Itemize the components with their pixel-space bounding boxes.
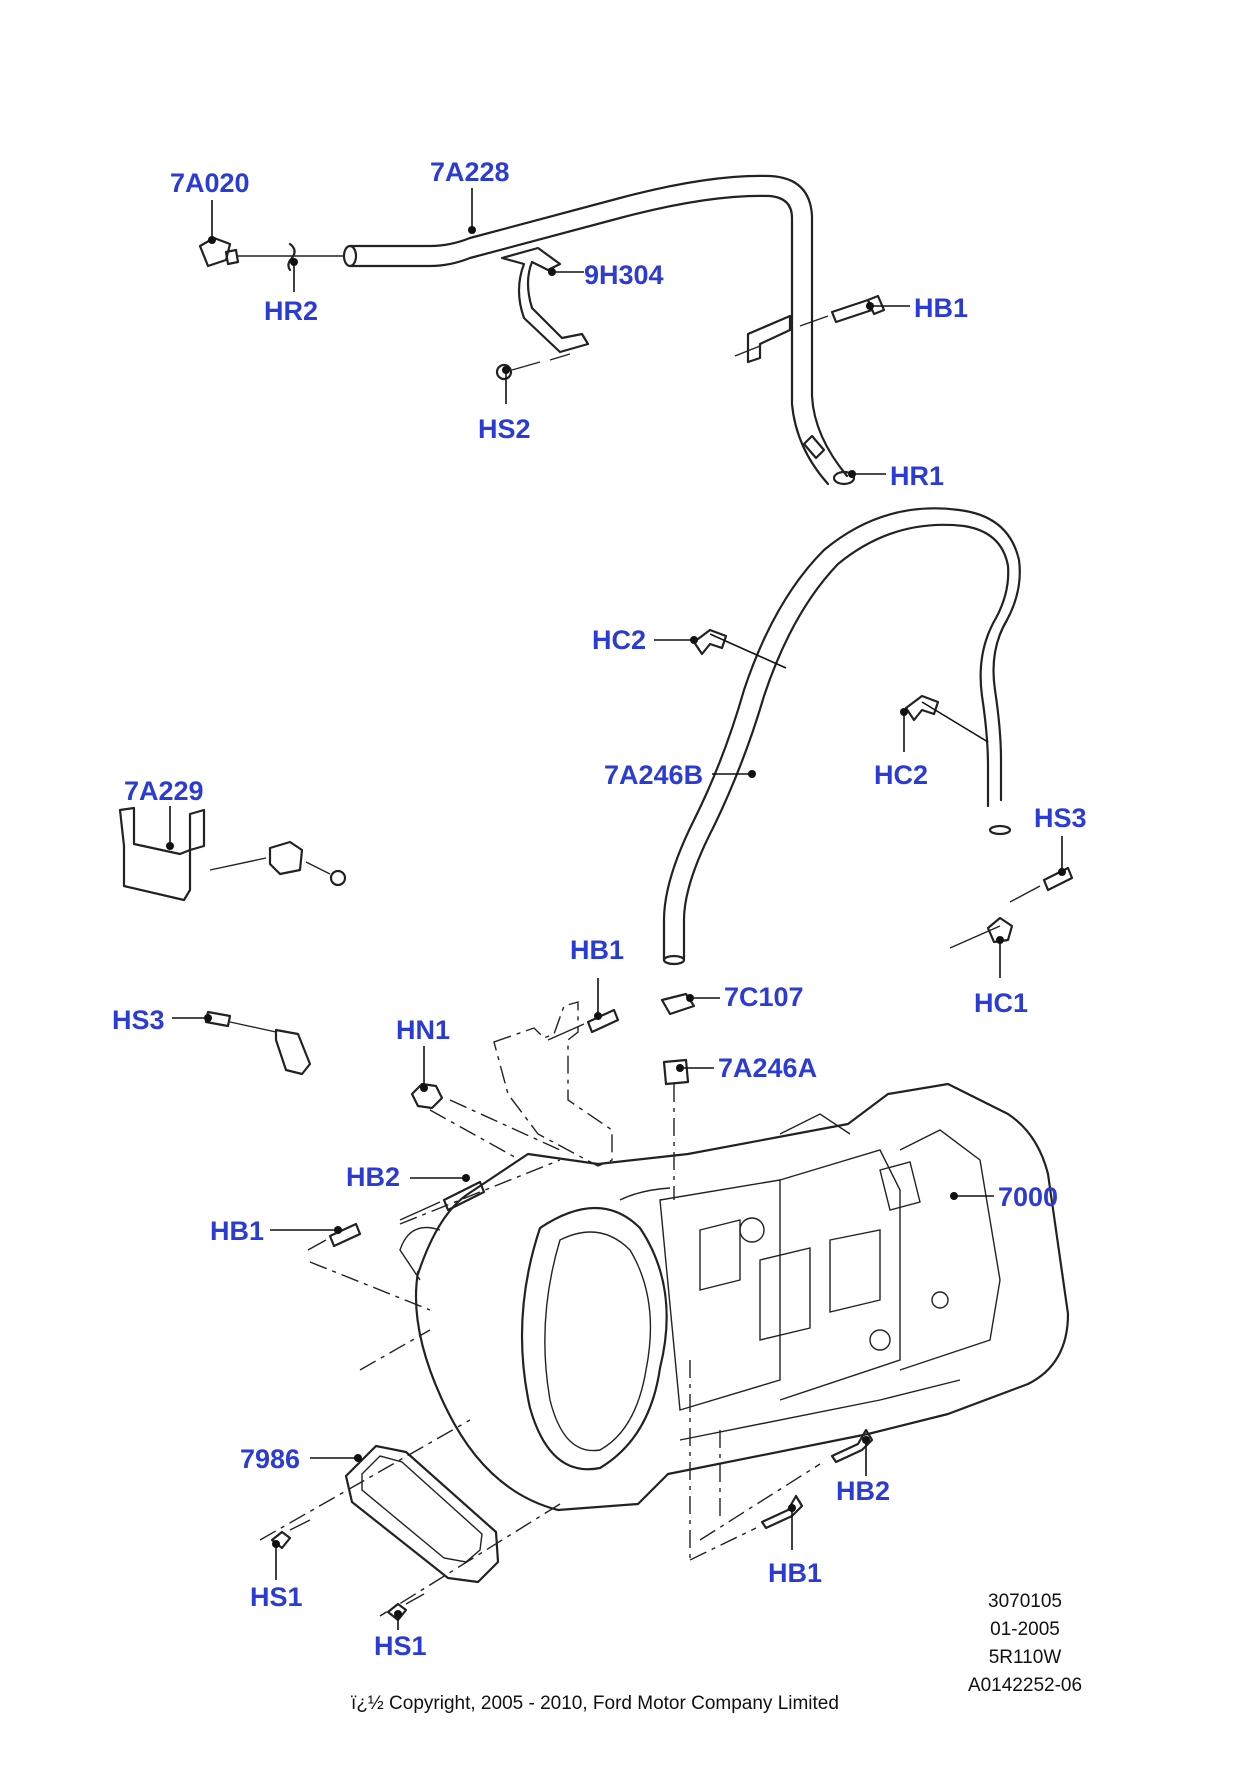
- nut-HN1: [410, 1082, 444, 1110]
- oring-HR1: [832, 470, 856, 486]
- callout-7986: 7986: [240, 1444, 301, 1474]
- ref-model: 5R110W: [988, 1647, 1062, 1668]
- callout-HS1-a: HS1: [250, 1582, 303, 1612]
- copyright-notice: ï¿½ Copyright, 2005 - 2010, Ford Motor C…: [351, 1693, 839, 1714]
- bolt-HB2-left: [399, 1159, 561, 1225]
- clip-HC2-left: [692, 628, 728, 656]
- transmission-7000: [399, 1082, 1070, 1512]
- callout-7A020: 7A020: [170, 168, 250, 198]
- callout-7A246A: 7A246A: [718, 1053, 818, 1083]
- callout-HS3-left: HS3: [112, 1005, 165, 1035]
- fitting-7A246A: [662, 1058, 690, 1200]
- bolt-HS3-left: [204, 1010, 312, 1076]
- callout-7C107: 7C107: [724, 982, 804, 1012]
- callout-HB1-left: HB1: [210, 1216, 265, 1246]
- clip-HC1: [949, 916, 1014, 949]
- callout-HR2: HR2: [264, 296, 319, 326]
- clip-HC2-right: [904, 694, 940, 722]
- bolt-HS1-b: [386, 1593, 425, 1622]
- bracket-9H304: [500, 246, 590, 354]
- gasket-7986: [259, 1419, 561, 1617]
- callout-HS1-b: HS1: [374, 1631, 427, 1661]
- callout-HB1-mid: HB1: [570, 935, 625, 965]
- callout-7A228: 7A228: [430, 157, 510, 187]
- callout-9H304: 9H304: [584, 260, 664, 290]
- bolt-HS2: [495, 353, 571, 381]
- tube-7A228: [342, 174, 849, 486]
- bolt-HB1-bottom: [689, 1360, 804, 1561]
- bolt-HB1-mid: [547, 1008, 620, 1041]
- leader-lines: [166, 188, 1066, 1630]
- callout-HC2-left: HC2: [592, 625, 647, 655]
- fitting-7C107: [660, 992, 696, 1016]
- bracket-on-tube: [734, 314, 792, 364]
- dipstick-7A020: [198, 236, 345, 268]
- bracket-7A229: [118, 806, 347, 902]
- callout-HS2: HS2: [478, 414, 531, 444]
- ref-date: 01-2005: [990, 1619, 1060, 1640]
- hose-7A246B: [662, 507, 1021, 966]
- ref-code: 3070105: [988, 1591, 1062, 1612]
- callout-HC2-right: HC2: [874, 760, 929, 790]
- callout-HB2-right: HB2: [836, 1476, 891, 1506]
- callout-HS3-right: HS3: [1034, 803, 1087, 833]
- callout-7A246B: 7A246B: [604, 760, 704, 790]
- ring-HR2: [287, 242, 296, 272]
- callout-7A229: 7A229: [124, 776, 204, 806]
- callout-HN1: HN1: [396, 1015, 451, 1045]
- bracket-plate: [429, 1001, 613, 1167]
- callout-HB2-left: HB2: [346, 1162, 401, 1192]
- callout-HB1-bottom: HB1: [768, 1558, 823, 1588]
- callout-HC1: HC1: [974, 988, 1029, 1018]
- bolt-HB1-left: [307, 1222, 431, 1371]
- callout-7000: 7000: [998, 1182, 1059, 1212]
- callout-HB1-top: HB1: [914, 293, 969, 323]
- callout-HR1: HR1: [890, 461, 945, 491]
- bolt-HB2-right: [699, 1428, 874, 1541]
- ref-number: A0142252-06: [967, 1675, 1083, 1696]
